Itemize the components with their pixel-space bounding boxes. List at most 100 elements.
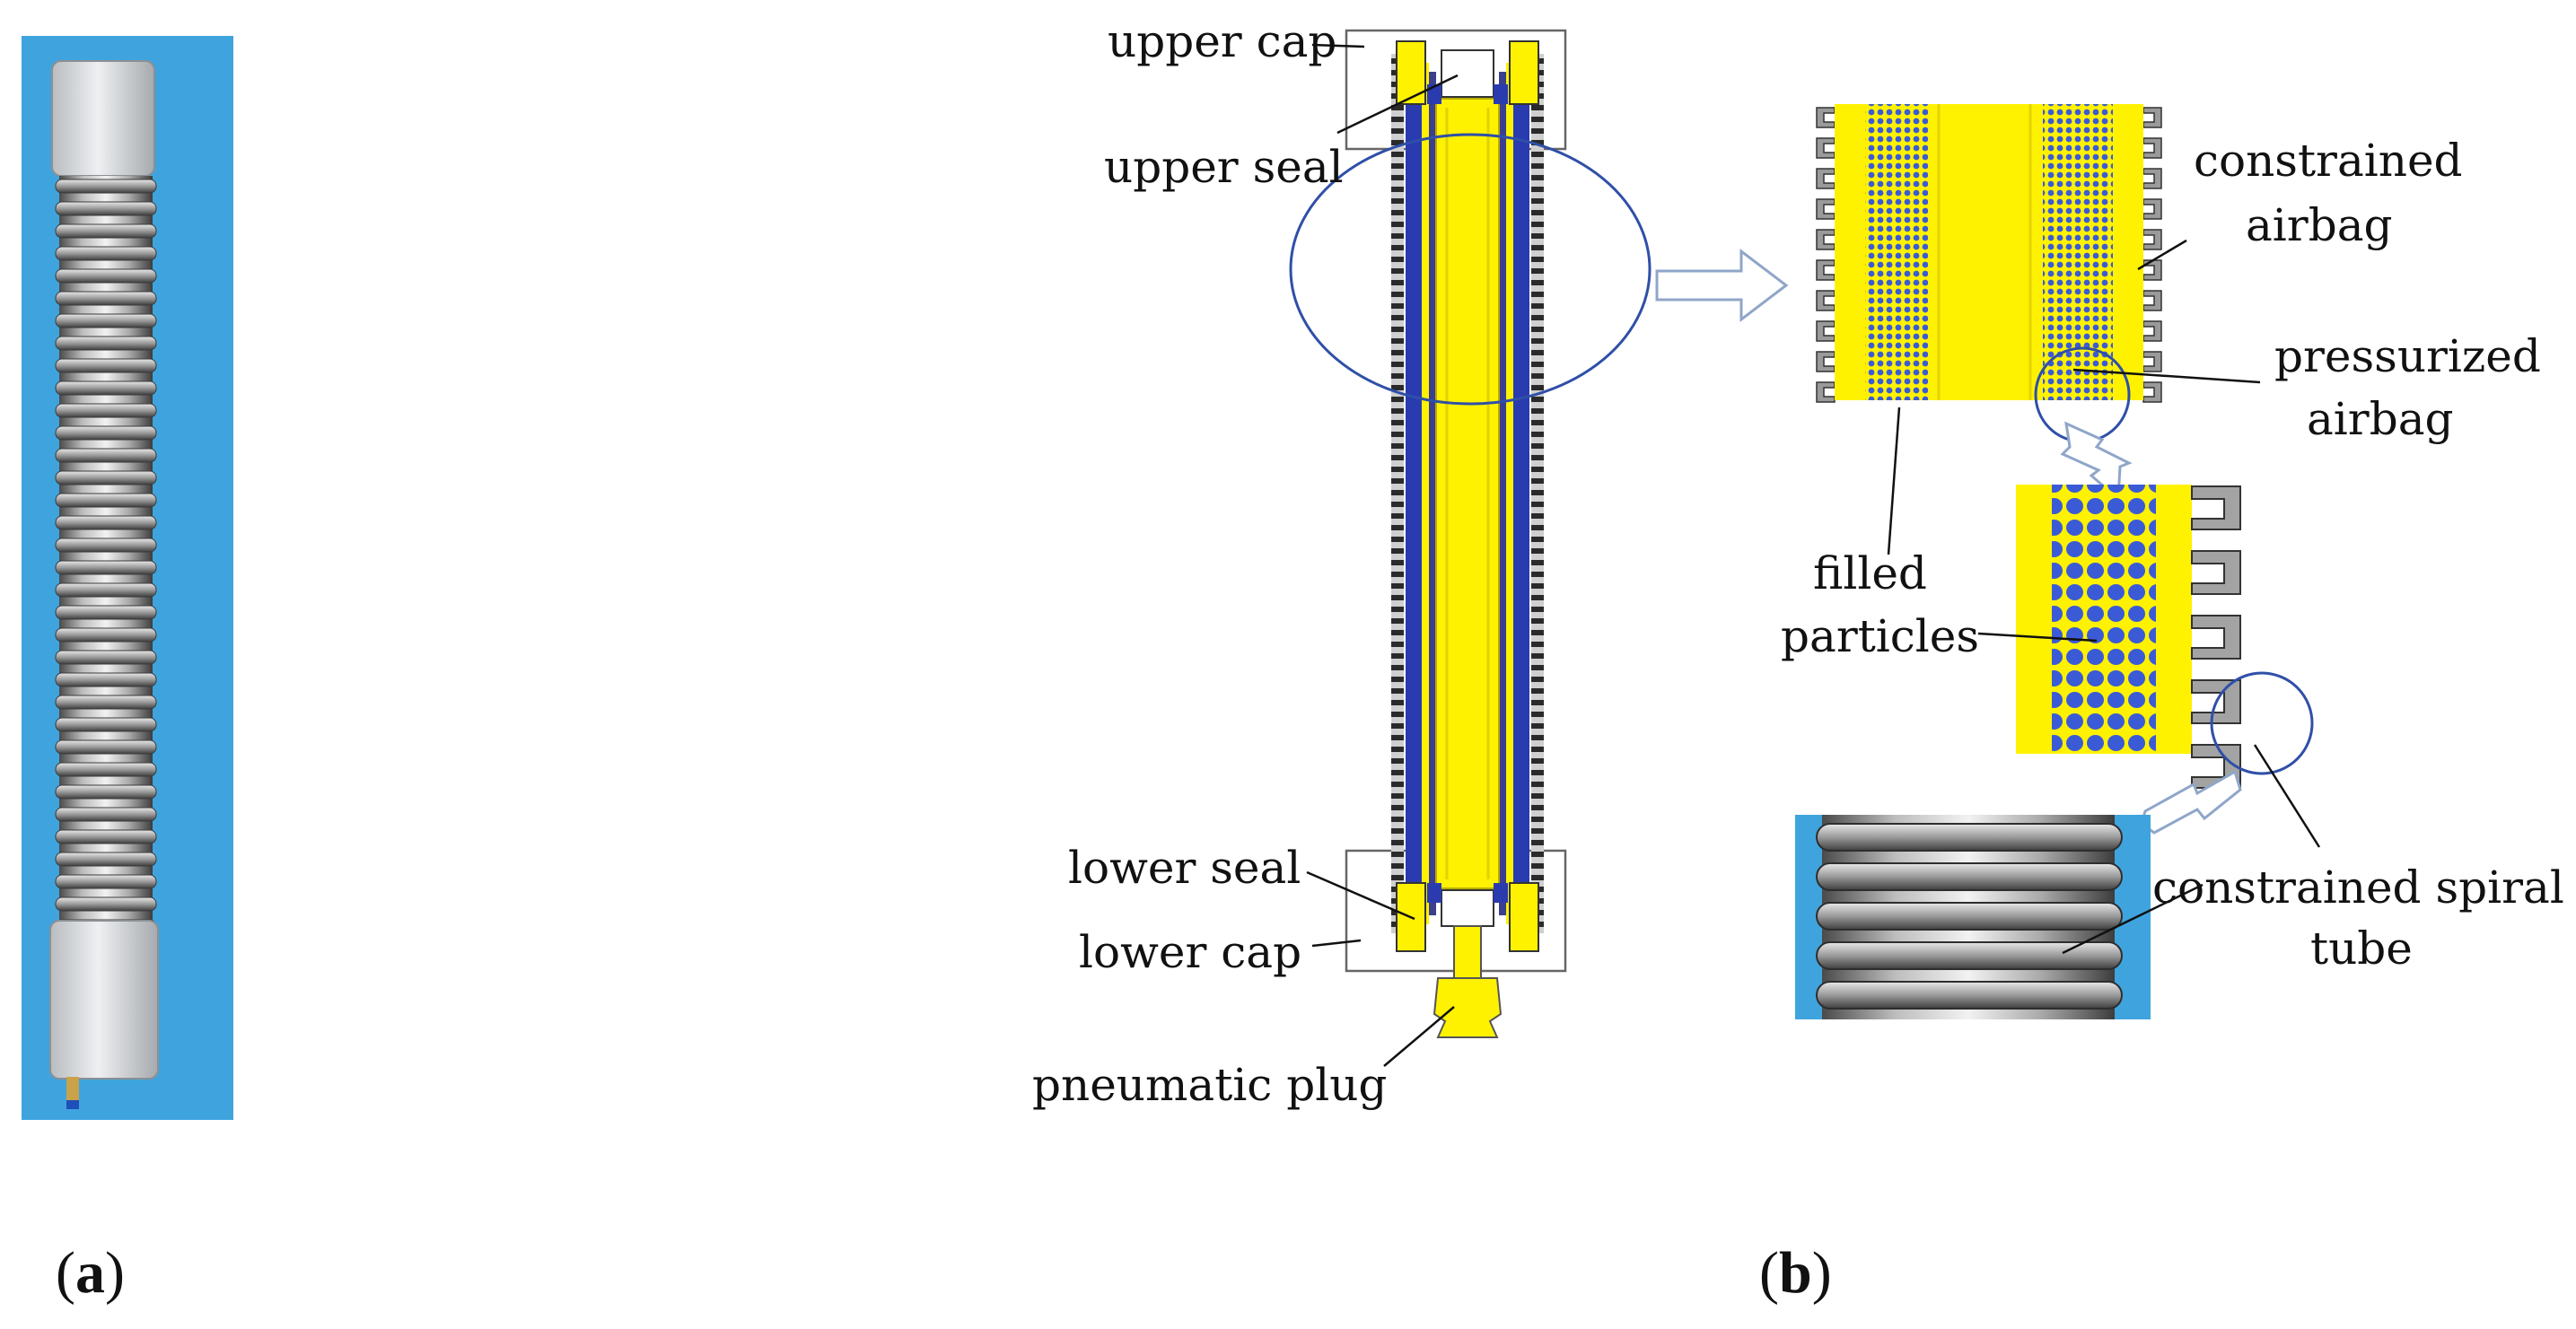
photo-coil-ring (55, 179, 157, 194)
outer-rib-right (1531, 54, 1544, 933)
photo-coil-ring (55, 762, 157, 777)
caption-a-close: ) (105, 1240, 125, 1306)
label-pressurized-airbag-1: pressurized (2274, 330, 2541, 382)
zoom1-tooth (2142, 320, 2162, 342)
photo-coil-ring (55, 291, 157, 306)
photo-coil-ring (55, 425, 157, 441)
leader-pneumatic-plug (1383, 1006, 1455, 1067)
label-spiral-tube-1: constrained spiral (2152, 861, 2564, 914)
photo-coil-ring (55, 403, 157, 418)
svg-text:(a): (a) (56, 1240, 125, 1306)
svg-text:(b): (b) (1759, 1240, 1832, 1306)
pneumatic-plug-shape (1433, 977, 1503, 1038)
panel-b-cross-section (1289, 29, 1789, 1038)
leader-constrained-airbag (2137, 239, 2187, 271)
zoom1-tooth (1816, 351, 1836, 372)
photo-coil-ring (55, 358, 157, 373)
caption-b: (b) (1759, 1240, 1832, 1306)
photo-coil-ring (55, 739, 157, 755)
zoom1-tooth (2142, 351, 2162, 372)
caption-a-letter: a (75, 1240, 105, 1306)
zoom2-tooth (2191, 550, 2241, 595)
photo-lower-cap (49, 920, 159, 1080)
photo-coil-ring (55, 538, 157, 553)
label-constrained-airbag-2: airbag (2246, 199, 2393, 251)
photo-coil-ring (55, 448, 157, 463)
photo-coil-ring (55, 605, 157, 620)
zoom1-tooth (2142, 290, 2162, 311)
leader-upper-seal (1336, 74, 1459, 135)
detail-ellipse (1289, 133, 1652, 406)
photo-coil-ring (55, 268, 157, 284)
label-lower-cap: lower cap (1079, 926, 1301, 978)
tube-photo-coil (1816, 862, 2123, 891)
zoom2-circle (2210, 671, 2314, 775)
tube-photo-coil (1816, 902, 2123, 931)
leader-spiral-tube-2 (2062, 883, 2204, 955)
photo-coil-ring (55, 336, 157, 351)
photo-coil-ring (55, 223, 157, 239)
leader-upper-cap (1311, 43, 1365, 48)
photo-coil-ring (55, 784, 157, 800)
zoom1-tooth (2142, 107, 2162, 128)
leader-pressurized-airbag (2072, 368, 2261, 384)
caption-a: (a) (56, 1240, 125, 1306)
zoom1-tooth (2142, 381, 2162, 403)
label-spiral-tube-2: tube (2310, 922, 2413, 975)
photo-coil-ring (55, 852, 157, 867)
airbag-band-right (1513, 63, 1529, 924)
label-upper-seal: upper seal (1104, 141, 1344, 193)
leader-filled-particles-2 (1977, 632, 2098, 643)
zoom1-tooth (1816, 168, 1836, 189)
zoom2-tooth (2191, 679, 2241, 724)
zoom1-tooth (1816, 320, 1836, 342)
detail-arrow (1655, 248, 1789, 323)
leader-filled-particles-1 (1887, 407, 1901, 555)
zoom2-tooth (2191, 485, 2241, 530)
caption-b-open: ( (1759, 1240, 1779, 1306)
zoom1-particles-right (2043, 104, 2113, 400)
photo-coil-ring (55, 672, 157, 687)
tube-photo-coil (1816, 823, 2123, 852)
zoom1-tooth (1816, 290, 1836, 311)
zoom1-tooth (2142, 229, 2162, 250)
leader-lines (1306, 43, 2321, 1067)
photo-coil-ring (55, 515, 157, 530)
photo-coil-ring (55, 896, 157, 912)
zoom1-teeth-right (2142, 107, 2162, 403)
leader-lower-cap (1311, 939, 1362, 948)
photo-coils (55, 179, 157, 934)
photo-coil-ring (55, 650, 157, 665)
photo-coil-ring (55, 582, 157, 598)
photo-coil-ring (55, 560, 157, 575)
photo-coil-ring (55, 246, 157, 261)
zoom-view-1 (1816, 104, 2162, 503)
photo-coil-ring (55, 874, 157, 889)
zoom1-tooth (1816, 229, 1836, 250)
zoom1-tooth (2142, 168, 2162, 189)
zoom1-teeth-left (1816, 107, 1836, 403)
zoom1-tooth (1816, 381, 1836, 403)
caption-a-open: ( (56, 1240, 75, 1306)
zoom1-tooth (2142, 137, 2162, 159)
plug-stem (1453, 925, 1482, 981)
label-upper-cap: upper cap (1108, 15, 1336, 67)
airbag-band-left (1406, 63, 1422, 924)
photo-coil-ring (55, 695, 157, 710)
leader-spiral-tube-1 (2253, 744, 2321, 848)
photo-connector (66, 1077, 79, 1107)
photo-coil-ring (55, 493, 157, 508)
label-constrained-airbag-1: constrained (2194, 135, 2463, 187)
photo-coil-ring (55, 717, 157, 732)
tube-photo (1795, 815, 2151, 1019)
photo-coil-ring (55, 627, 157, 643)
label-pressurized-airbag-2: airbag (2307, 393, 2454, 445)
zoom1-tooth (1816, 107, 1836, 128)
photo-coil-ring (55, 470, 157, 485)
zoom1-tooth (1816, 198, 1836, 220)
zoom2-tooth (2191, 615, 2241, 660)
caption-b-close: ) (1812, 1240, 1832, 1306)
zoom2-teeth (2191, 485, 2241, 789)
panel-a-photo (22, 36, 233, 1120)
zoom1-core (1928, 104, 2043, 400)
